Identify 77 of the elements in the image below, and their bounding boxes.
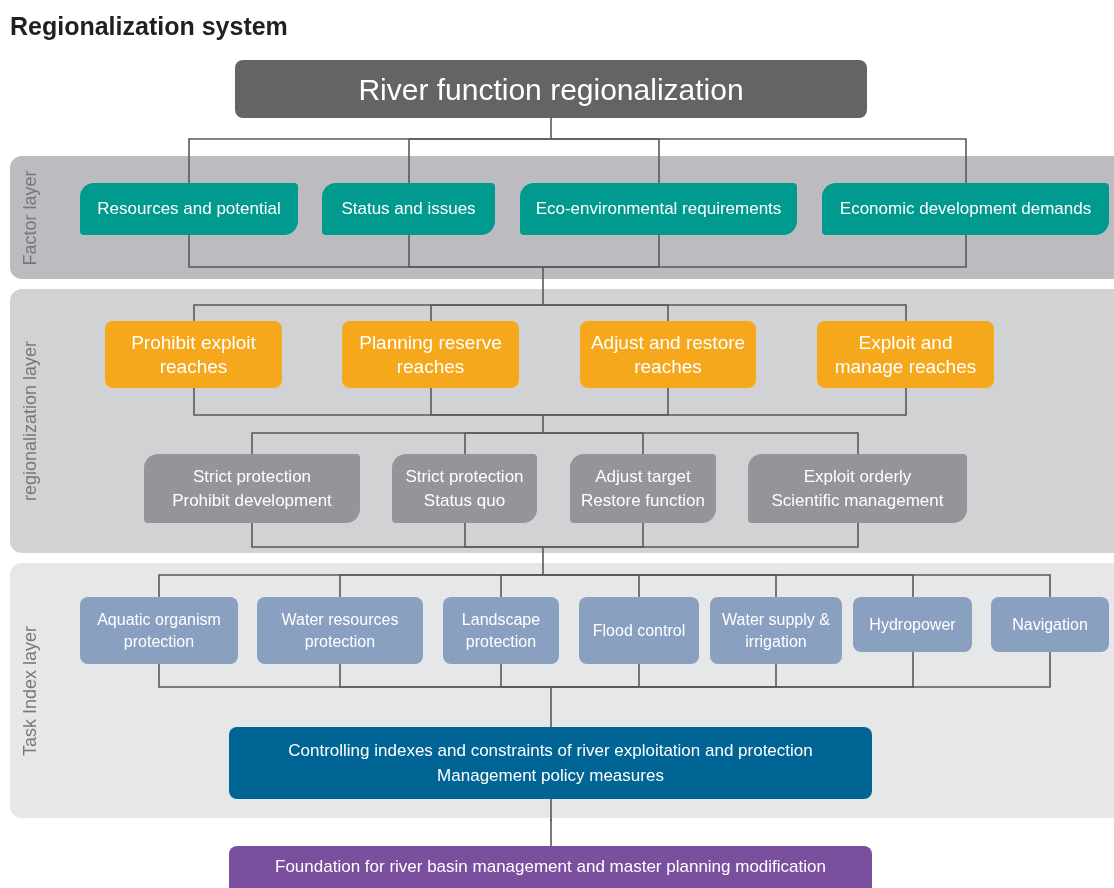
box-text: Adjust and restore reaches bbox=[589, 330, 747, 379]
box-text: Resources and potential bbox=[97, 198, 281, 221]
strategy-box bbox=[748, 454, 967, 523]
box-text: Management policy measures bbox=[437, 765, 664, 787]
box-text: Controlling indexes and constraints of river exploitation and protection bbox=[288, 740, 813, 762]
factor-box bbox=[80, 183, 298, 235]
box-text: Strict protection bbox=[405, 465, 524, 488]
connector-line bbox=[430, 304, 544, 322]
layer-band bbox=[10, 156, 1114, 279]
box-text: River function regionalization bbox=[358, 71, 744, 108]
index-box bbox=[229, 727, 872, 799]
strategy-box bbox=[392, 454, 537, 523]
connector-line bbox=[549, 686, 552, 728]
box-text: Economic development demands bbox=[839, 198, 1092, 221]
box-text: Exploit orderly bbox=[803, 465, 912, 488]
strategy-box bbox=[570, 454, 716, 523]
connector-line bbox=[549, 819, 552, 847]
connector-line bbox=[430, 387, 544, 416]
connector-line bbox=[542, 387, 907, 416]
box-text: Hydropower bbox=[869, 614, 956, 635]
foundation-box bbox=[229, 846, 872, 888]
connector-line bbox=[542, 304, 907, 322]
box-text: Status quo bbox=[423, 489, 506, 512]
layer-label: Task Index layer bbox=[18, 625, 41, 756]
box-text: Exploit and manage reaches bbox=[833, 330, 978, 379]
factor-box bbox=[822, 183, 1109, 235]
box-text: Restore function bbox=[581, 489, 705, 512]
connector-line bbox=[550, 138, 967, 184]
layer-label: regionalization layer bbox=[18, 340, 41, 502]
connector-line bbox=[500, 663, 551, 688]
connector-line bbox=[542, 234, 967, 268]
task-box bbox=[853, 597, 972, 652]
box-text: Scientific management bbox=[771, 489, 944, 512]
box-text: Water resources protection bbox=[280, 609, 400, 652]
box-text: Prohibit exploit reaches bbox=[130, 330, 257, 379]
connector-line bbox=[542, 546, 544, 576]
connector-line bbox=[549, 798, 552, 821]
connector-line bbox=[408, 234, 544, 268]
root-box bbox=[235, 60, 867, 118]
connector-line bbox=[500, 574, 544, 598]
diagram-title: Regionalization system bbox=[10, 11, 288, 42]
strategy-box bbox=[144, 454, 360, 523]
box-text: Planning reserve reaches bbox=[358, 330, 503, 379]
layer-label: Factor layer bbox=[18, 170, 41, 265]
connector-line bbox=[542, 432, 859, 455]
connector-line bbox=[464, 522, 544, 548]
connector-line bbox=[542, 522, 859, 548]
reach-type-box bbox=[580, 321, 756, 388]
connector-line bbox=[550, 117, 552, 140]
task-box bbox=[710, 597, 842, 664]
task-box bbox=[443, 597, 559, 664]
reach-type-box bbox=[342, 321, 519, 388]
box-text: Water supply & irrigation bbox=[721, 609, 831, 652]
box-text: Aquatic organism protection bbox=[96, 609, 222, 652]
box-text: Foundation for river basin management and master planning modification bbox=[275, 856, 826, 879]
box-text: Landscape protection bbox=[460, 609, 542, 652]
task-box bbox=[579, 597, 699, 664]
connector-line bbox=[542, 414, 544, 434]
box-text: Navigation bbox=[1012, 614, 1088, 635]
box-text: Status and issues bbox=[341, 198, 476, 221]
reach-type-box bbox=[817, 321, 994, 388]
box-text: Prohibit development bbox=[172, 489, 332, 512]
factor-box bbox=[322, 183, 495, 235]
layer-band bbox=[10, 289, 1114, 553]
factor-box bbox=[520, 183, 797, 235]
connector-line bbox=[464, 432, 544, 455]
connector-line bbox=[542, 266, 544, 306]
box-text: Eco-environmental requirements bbox=[535, 198, 782, 221]
connector-line bbox=[408, 138, 552, 184]
reach-type-box bbox=[105, 321, 282, 388]
box-text: Flood control bbox=[592, 620, 686, 641]
layer-band bbox=[10, 563, 1114, 818]
task-box bbox=[991, 597, 1109, 652]
task-box bbox=[80, 597, 238, 664]
box-text: Adjust target bbox=[595, 465, 691, 488]
box-text: Strict protection bbox=[192, 465, 312, 488]
task-box bbox=[257, 597, 423, 664]
